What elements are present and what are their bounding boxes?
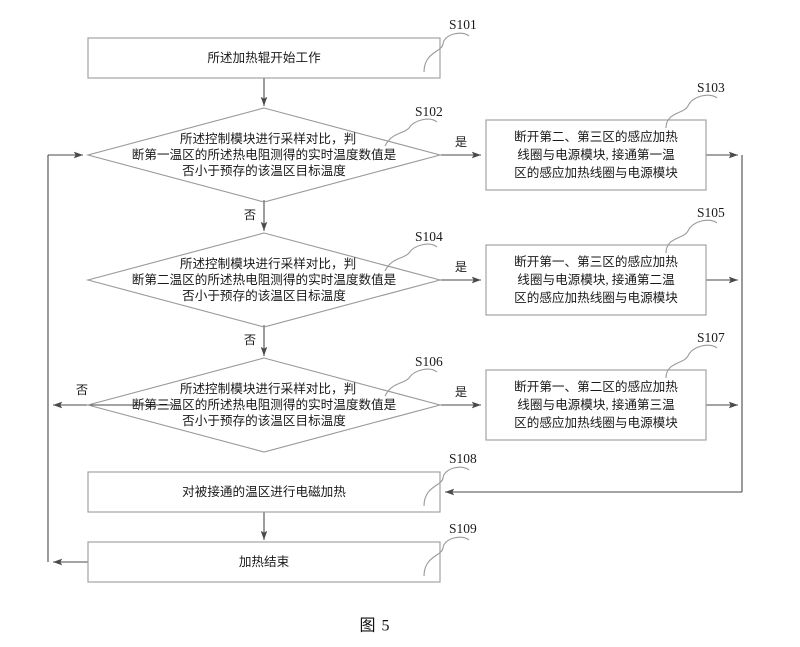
leader-s105 xyxy=(665,219,718,254)
node-s102-line-1: 断第一温区的所述热电阻测得的实时温度数值是 xyxy=(132,147,397,162)
node-s104-diamond xyxy=(85,232,443,328)
node-s108-line-0: 对被接通的温区进行电磁加热 xyxy=(182,484,346,499)
edge-label-s106-yes: 是 xyxy=(455,385,467,399)
leader-s107 xyxy=(665,344,718,379)
node-s108[interactable]: 对被接通的温区进行电磁加热 S108 xyxy=(87,451,477,513)
leader-s106 xyxy=(384,368,438,397)
figure-caption: 图 5 xyxy=(359,618,390,635)
leader-s103 xyxy=(665,94,718,129)
edge-label-s102-no: 否 xyxy=(244,208,256,222)
node-s103[interactable]: 断开第二、第三区的感应加热 线圈与电源模块, 接通第一温 区的感应加热线圈与电源… xyxy=(485,80,725,191)
leader-s109 xyxy=(423,536,470,577)
leader-s101 xyxy=(423,32,470,73)
node-s107-line-2: 区的感应加热线圈与电源模块 xyxy=(514,415,678,430)
node-s109-box xyxy=(87,541,441,583)
node-s105-line-1: 线圈与电源模块, 接通第二温 xyxy=(517,272,675,287)
node-s101-box xyxy=(87,37,441,79)
step-label-s101: S101 xyxy=(449,17,477,32)
edge-label-s102-yes: 是 xyxy=(455,135,467,149)
connectors xyxy=(47,78,743,566)
node-s102-line-2: 否小于预存的该温区目标温度 xyxy=(182,163,346,178)
node-s106-line-2: 否小于预存的该温区目标温度 xyxy=(182,413,346,428)
node-s107-box xyxy=(485,369,707,441)
node-s107-line-1: 线圈与电源模块, 接通第三温 xyxy=(517,397,675,412)
leader-s108 xyxy=(423,466,470,507)
step-label-s102: S102 xyxy=(415,104,443,119)
step-label-s107: S107 xyxy=(697,330,725,345)
leader-s102 xyxy=(384,118,438,147)
leader-s104 xyxy=(384,243,438,272)
node-s104[interactable]: 所述控制模块进行采样对比，判 断第二温区的所述热电阻测得的实时温度数值是 否小于… xyxy=(85,229,467,347)
node-s103-box xyxy=(485,119,707,191)
step-label-s106: S106 xyxy=(415,354,443,369)
node-s109[interactable]: 加热结束 S109 xyxy=(87,521,477,583)
node-s104-line-0: 所述控制模块进行采样对比，判 xyxy=(180,257,356,271)
node-s106-diamond xyxy=(85,357,443,453)
node-s104-line-1: 断第二温区的所述热电阻测得的实时温度数值是 xyxy=(132,272,397,287)
edge-label-s104-yes: 是 xyxy=(455,260,467,274)
edge-label-s104-no: 否 xyxy=(244,333,256,347)
node-s106-line-1: 断第三温区的所述热电阻测得的实时温度数值是 xyxy=(132,397,397,412)
node-s106[interactable]: 所述控制模块进行采样对比，判 断第三温区的所述热电阻测得的实时温度数值是 否小于… xyxy=(76,354,467,453)
edge-label-s106-no: 否 xyxy=(76,383,88,397)
node-s101[interactable]: 所述加热辊开始工作 S101 xyxy=(87,17,477,79)
node-s106-line-0: 所述控制模块进行采样对比，判 xyxy=(180,382,356,396)
step-label-s104: S104 xyxy=(415,229,443,244)
step-label-s108: S108 xyxy=(449,451,477,466)
node-s102-line-0: 所述控制模块进行采样对比，判 xyxy=(180,132,356,146)
node-s108-box xyxy=(87,471,441,513)
node-s104-line-2: 否小于预存的该温区目标温度 xyxy=(182,288,346,303)
node-s101-line-0: 所述加热辊开始工作 xyxy=(207,51,321,65)
step-label-s105: S105 xyxy=(697,205,725,220)
node-s103-line-2: 区的感应加热线圈与电源模块 xyxy=(514,165,678,180)
node-s102[interactable]: 所述控制模块进行采样对比，判 断第一温区的所述热电阻测得的实时温度数值是 否小于… xyxy=(85,104,467,222)
node-s105-line-0: 断开第一、第三区的感应加热 xyxy=(514,254,678,269)
step-label-s103: S103 xyxy=(697,80,725,95)
node-s105-line-2: 区的感应加热线圈与电源模块 xyxy=(514,290,678,305)
node-s107-line-0: 断开第一、第二区的感应加热 xyxy=(514,379,678,394)
node-s109-line-0: 加热结束 xyxy=(239,555,290,569)
node-s107[interactable]: 断开第一、第二区的感应加热 线圈与电源模块, 接通第三温 区的感应加热线圈与电源… xyxy=(485,330,725,441)
node-s103-line-1: 线圈与电源模块, 接通第一温 xyxy=(517,147,675,162)
node-s103-line-0: 断开第二、第三区的感应加热 xyxy=(514,129,678,144)
step-label-s109: S109 xyxy=(449,521,477,536)
node-s105[interactable]: 断开第一、第三区的感应加热 线圈与电源模块, 接通第二温 区的感应加热线圈与电源… xyxy=(485,205,725,316)
node-s102-diamond xyxy=(85,107,443,203)
node-s105-box xyxy=(485,244,707,316)
